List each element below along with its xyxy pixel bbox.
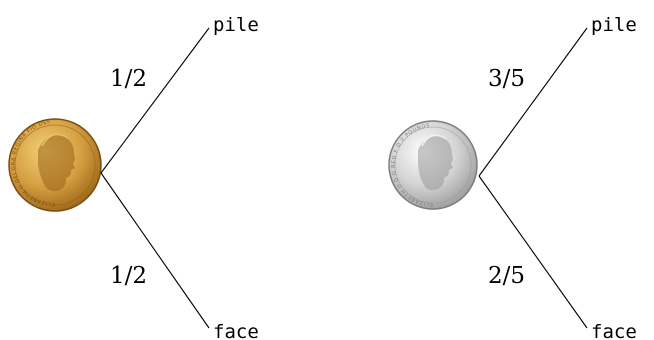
gold-coin-image: ELIZABETH II DEI GRA REGINA FID DEF bbox=[9, 119, 101, 211]
probability-label-bottom: 2/5 bbox=[488, 263, 525, 289]
branch-line-top bbox=[101, 28, 209, 173]
outcome-label-top: pile bbox=[213, 14, 259, 36]
probability-label-top: 3/5 bbox=[488, 66, 525, 92]
silver-coin-image: ELIZABETH II D G REG F D 2 POUNDS bbox=[389, 121, 477, 209]
probability-label-top: 1/2 bbox=[110, 66, 147, 92]
branch-line-bottom bbox=[101, 173, 209, 328]
tree-silver: ELIZABETH II D G REG F D 2 POUNDS 3/5 2/… bbox=[389, 14, 637, 340]
probability-label-bottom: 1/2 bbox=[110, 263, 147, 289]
branch-line-top bbox=[479, 28, 587, 176]
branch-line-bottom bbox=[479, 176, 587, 328]
outcome-label-top: pile bbox=[591, 14, 637, 36]
tree-gold: ELIZABETH II DEI GRA REGINA FID DEF 1/2 … bbox=[9, 14, 259, 340]
outcome-label-bottom: face bbox=[591, 321, 637, 340]
outcome-label-bottom: face bbox=[213, 321, 259, 340]
